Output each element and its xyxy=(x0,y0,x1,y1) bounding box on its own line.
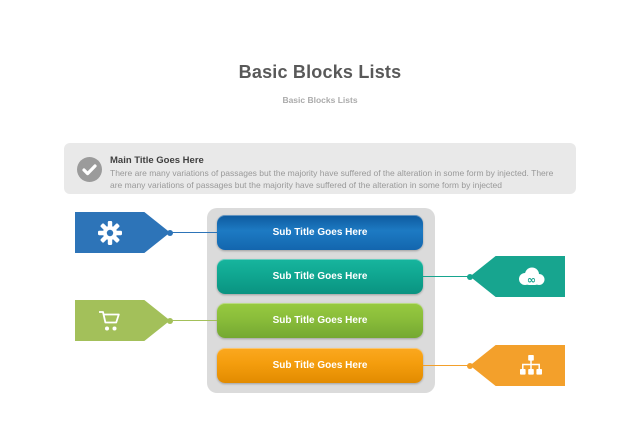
blocks-panel: Sub Title Goes Here Sub Title Goes Here … xyxy=(207,208,435,393)
block-label: Sub Title Goes Here xyxy=(272,271,368,282)
check-circle-icon xyxy=(77,157,102,182)
connector-line-cloud xyxy=(423,275,470,278)
main-description: There are many variations of passages bu… xyxy=(110,168,554,190)
main-title-box: Main Title Goes Here There are many vari… xyxy=(64,143,576,194)
tag-cloud-sync[interactable]: ∞ xyxy=(470,256,565,297)
sub-title-block-4[interactable]: Sub Title Goes Here xyxy=(217,348,423,383)
page-title: Basic Blocks Lists xyxy=(238,62,402,82)
svg-text:∞: ∞ xyxy=(526,273,535,286)
sub-title-block-1[interactable]: Sub Title Goes Here xyxy=(217,215,423,250)
page-subtitle: Basic Blocks Lists xyxy=(282,95,358,105)
sitemap-icon xyxy=(518,354,544,377)
block-label: Sub Title Goes Here xyxy=(272,227,368,238)
sub-title-block-2[interactable]: Sub Title Goes Here xyxy=(217,259,423,294)
connector-line-sitemap xyxy=(423,364,470,367)
connector-dot-cart xyxy=(167,317,173,324)
connector-dot-gear xyxy=(167,229,173,236)
block-label: Sub Title Goes Here xyxy=(272,315,368,326)
cloud-sync-icon: ∞ xyxy=(514,264,548,290)
tag-shopping-cart[interactable] xyxy=(75,300,170,341)
connector-line-gear xyxy=(166,231,217,234)
connector-line-cart xyxy=(166,319,217,322)
tag-sitemap[interactable] xyxy=(470,345,565,386)
block-label: Sub Title Goes Here xyxy=(272,360,368,371)
main-title: Main Title Goes Here xyxy=(110,155,204,166)
tag-gear[interactable] xyxy=(75,212,170,253)
sub-title-block-3[interactable]: Sub Title Goes Here xyxy=(217,303,423,338)
gear-icon xyxy=(97,220,123,246)
shopping-cart-icon xyxy=(97,309,123,333)
